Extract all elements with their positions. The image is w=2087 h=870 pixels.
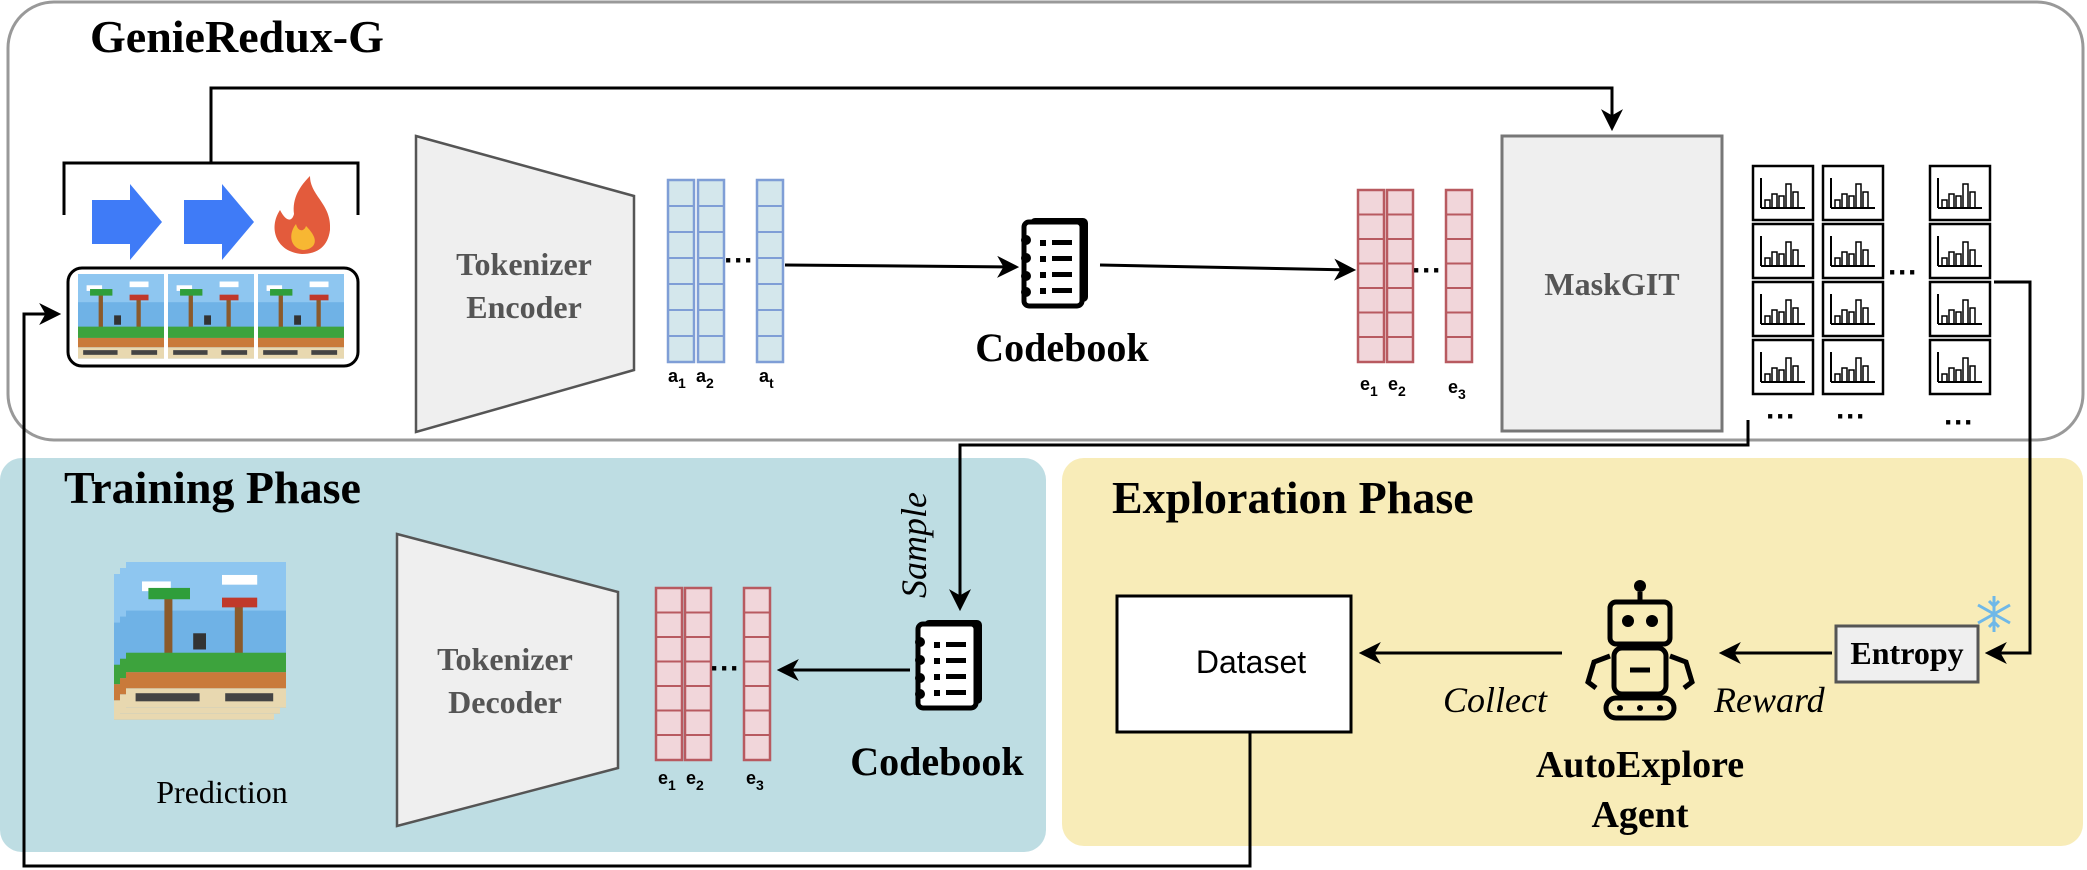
entropy-label: Entropy	[1850, 635, 1963, 671]
fire-icon	[274, 176, 331, 254]
game-frame-icon	[258, 274, 344, 359]
prediction-label: Prediction	[156, 774, 288, 810]
snowflake-icon	[1977, 596, 2011, 632]
embedding-token-label: e3	[1448, 377, 1466, 402]
tokenizer-encoder	[414, 134, 636, 434]
game-frame-icon	[126, 562, 286, 708]
distribution-dots-below: ···	[1766, 400, 1796, 433]
histogram-icon	[1928, 338, 1992, 396]
action-token-column	[755, 178, 785, 364]
action-token-label: at	[759, 366, 774, 391]
histogram-icon	[1821, 164, 1885, 222]
collect-label: Collect	[1443, 680, 1548, 720]
histogram-icon	[1821, 222, 1885, 280]
arrow-tokens-to-codebook	[784, 255, 1020, 278]
arrow-sample	[949, 420, 1750, 612]
embedding-token-dots: ···	[710, 652, 740, 685]
encoder-line1: Tokenizer	[456, 246, 592, 282]
dataset-box	[1115, 594, 1353, 734]
embedding-token-label: e2	[1388, 374, 1406, 399]
embedding-token-column	[683, 586, 713, 762]
distribution-dots: ···	[1888, 256, 1918, 289]
histogram-icon	[1928, 222, 1992, 280]
prediction-frames	[114, 562, 286, 720]
notebook-icon	[1021, 218, 1088, 306]
embedding-token-column	[1356, 188, 1386, 364]
embedding-token-column	[742, 586, 772, 762]
arrow-dataset-to-frames	[22, 303, 1252, 868]
notebook-icon	[915, 620, 982, 708]
training-phase-title: Training Phase	[64, 462, 361, 513]
arrow-frames-to-maskgit	[209, 86, 1623, 163]
histogram-icon	[1751, 280, 1815, 338]
reward-label: Reward	[1713, 680, 1826, 720]
action-token-dots: ···	[724, 244, 754, 277]
embedding-token-column	[1385, 188, 1415, 364]
maskgit-label: MaskGIT	[1544, 266, 1679, 302]
histogram-icon	[1928, 280, 1992, 338]
exploration-phase-panel	[1062, 458, 2083, 846]
embedding-token-dots: ···	[1412, 254, 1442, 287]
codebook-label-top: Codebook	[975, 325, 1149, 370]
embedding-token-label: e3	[746, 768, 764, 793]
arrow-right-icon	[92, 184, 162, 260]
tokenizer-decoder	[395, 532, 620, 828]
game-frame-icon	[168, 274, 254, 359]
dataset-label: Dataset	[1196, 644, 1306, 680]
action-token-label: a1	[668, 366, 686, 391]
histogram-icon	[1751, 338, 1815, 396]
embedding-token-label: e1	[658, 768, 676, 793]
action-token-column	[666, 178, 696, 364]
robot-icon	[1585, 580, 1695, 721]
histogram-icon	[1751, 222, 1815, 280]
panel-title: GenieRedux-G	[90, 11, 384, 62]
agent-label-line2: Agent	[1591, 794, 1688, 836]
embedding-token-column	[654, 586, 684, 762]
encoder-line2: Encoder	[466, 289, 582, 325]
embedding-token-label: e1	[1360, 374, 1378, 399]
exploration-phase-title: Exploration Phase	[1112, 472, 1474, 523]
embedding-token-column	[1444, 188, 1474, 364]
sample-label: Sample	[894, 492, 934, 598]
histogram-icon	[1928, 164, 1992, 222]
agent-label-line1: AutoExplore	[1536, 744, 1744, 786]
arrow-distributions-to-entropy	[1984, 280, 2032, 664]
histogram-icon	[1821, 338, 1885, 396]
distribution-dots-below: ···	[1944, 406, 1974, 439]
action-token-column	[696, 178, 726, 364]
codebook-label-bottom: Codebook	[850, 739, 1024, 784]
embedding-token-label: e2	[686, 768, 704, 793]
distribution-dots-below: ···	[1836, 400, 1866, 433]
decoder-line2: Decoder	[448, 684, 562, 720]
arrow-codebook-to-embeddings	[1099, 258, 1357, 281]
action-token-label: a2	[696, 366, 714, 391]
histogram-icon	[1751, 164, 1815, 222]
histogram-icon	[1821, 280, 1885, 338]
entropy-box	[1834, 624, 1980, 684]
maskgit-box	[1500, 134, 1724, 433]
game-frame-icon	[78, 274, 164, 359]
arrow-right-icon	[184, 184, 254, 260]
decoder-line1: Tokenizer	[437, 641, 573, 677]
